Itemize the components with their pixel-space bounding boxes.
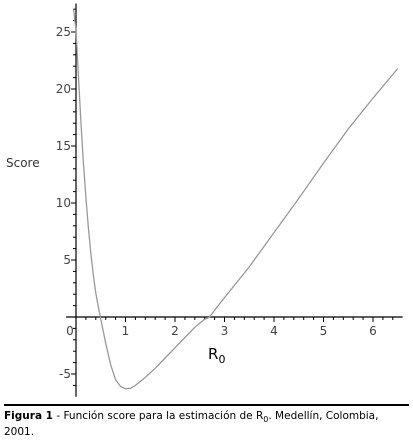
x-tick-label: 6 — [369, 324, 377, 338]
y-axis-label: Score — [6, 156, 40, 170]
y-tick-label: 5 — [63, 253, 71, 267]
ticks: 0 1 2 3 4 5 6 -5 5 10 15 20 25 — [56, 8, 394, 386]
x-tick-label: 5 — [320, 324, 328, 338]
x-tick-label: 1 — [122, 324, 130, 338]
x-tick-label: 0 — [66, 324, 74, 338]
y-tick-label: 15 — [56, 139, 71, 153]
y-tick-label: 10 — [56, 196, 71, 210]
root-annotation-main: R — [208, 345, 218, 363]
caption-label: Figura 1 — [4, 410, 53, 422]
x-tick-label: 2 — [171, 324, 179, 338]
root-annotation-sub: 0 — [218, 353, 225, 366]
score-curve — [72, 9, 399, 390]
caption-subscript: 0 — [263, 415, 269, 425]
figure-caption: Figura 1 - Función score para la estimac… — [4, 404, 409, 439]
root-annotation: R0 — [208, 345, 225, 366]
y-tick-label: 20 — [56, 82, 71, 96]
axes — [66, 3, 403, 397]
x-tick-label: 4 — [270, 324, 278, 338]
x-tick-label: 3 — [221, 324, 229, 338]
y-tick-label: 25 — [56, 25, 71, 39]
caption-text-end: . Medellín, Colombia, 2001. — [4, 410, 379, 439]
y-tick-label: -5 — [59, 367, 71, 381]
caption-text: - Función score para la estimación de R — [53, 410, 264, 422]
series — [72, 9, 399, 390]
